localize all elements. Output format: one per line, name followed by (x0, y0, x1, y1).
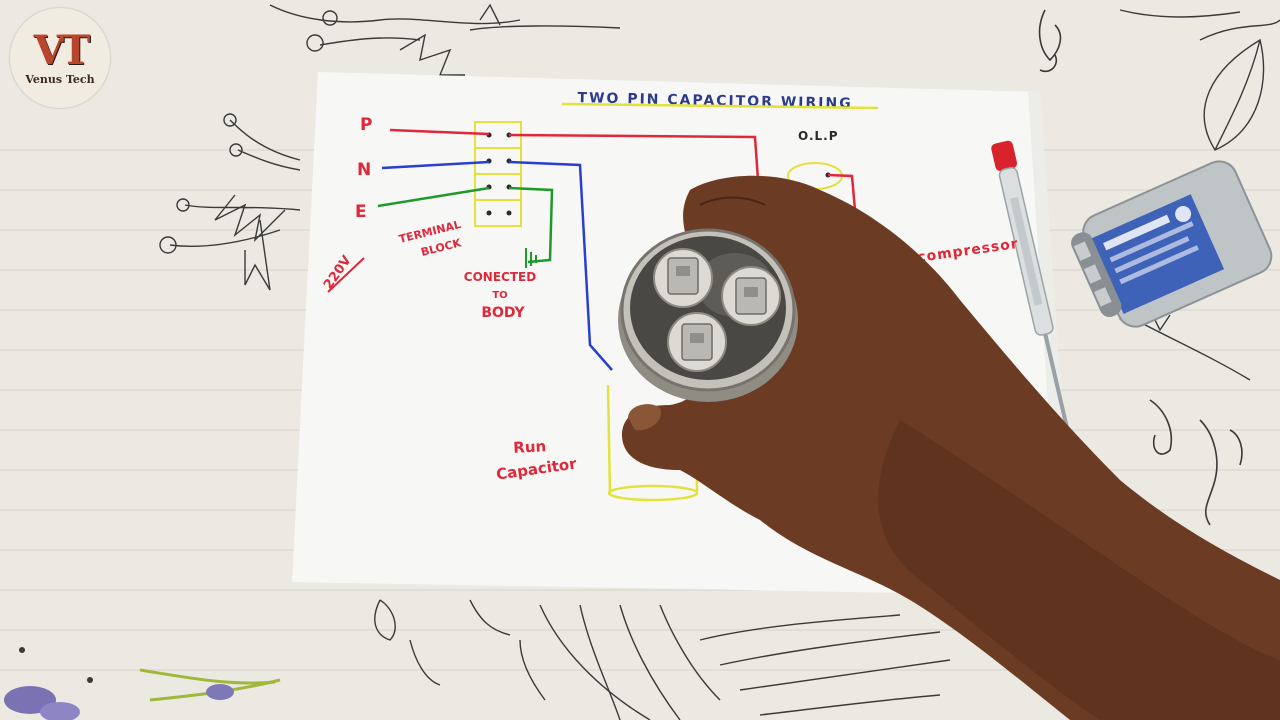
logo-name: Venus Tech (25, 72, 95, 86)
capacitor-terminal-1 (653, 248, 713, 308)
thumb-nail (628, 404, 661, 431)
body-note-line1: CONECTED (464, 270, 536, 284)
botanical-sketch-bottom (374, 599, 951, 720)
hand-shadow (878, 420, 1280, 720)
spare-capacitor-image (1071, 160, 1273, 328)
diagram-title-underline (561, 102, 879, 110)
body-note-line2: TO (492, 290, 507, 301)
phase-wire (389, 128, 760, 181)
hand-knuckles (699, 196, 766, 206)
terminal-block (474, 121, 522, 227)
label-phase: P (360, 115, 372, 135)
label-neutral: N (357, 160, 371, 180)
cursive-lettering-right (1038, 9, 1243, 526)
label-earth: E (355, 202, 367, 222)
botanical-sketch-left (159, 113, 301, 291)
olp-to-compressor-wire (827, 173, 857, 211)
capacitor-terminal-2 (721, 266, 781, 326)
olp-label: O.L.P (798, 129, 839, 143)
run-capacitor-label-line1: Run (513, 437, 547, 457)
earth-symbol (525, 248, 537, 268)
botanical-sketch-top (269, 3, 621, 76)
lavender-sketch-bottom-left (4, 647, 281, 720)
neutral-wire (381, 160, 613, 371)
body-note-line3: BODY (481, 305, 525, 321)
capacitor-terminal-3 (667, 312, 727, 372)
voltage-underline (327, 257, 365, 293)
hand-holding-capacitor (618, 175, 1280, 720)
logo-mark: VT (33, 26, 91, 74)
earth-wire (377, 186, 554, 264)
channel-logo: VT Venus Tech (10, 8, 110, 108)
